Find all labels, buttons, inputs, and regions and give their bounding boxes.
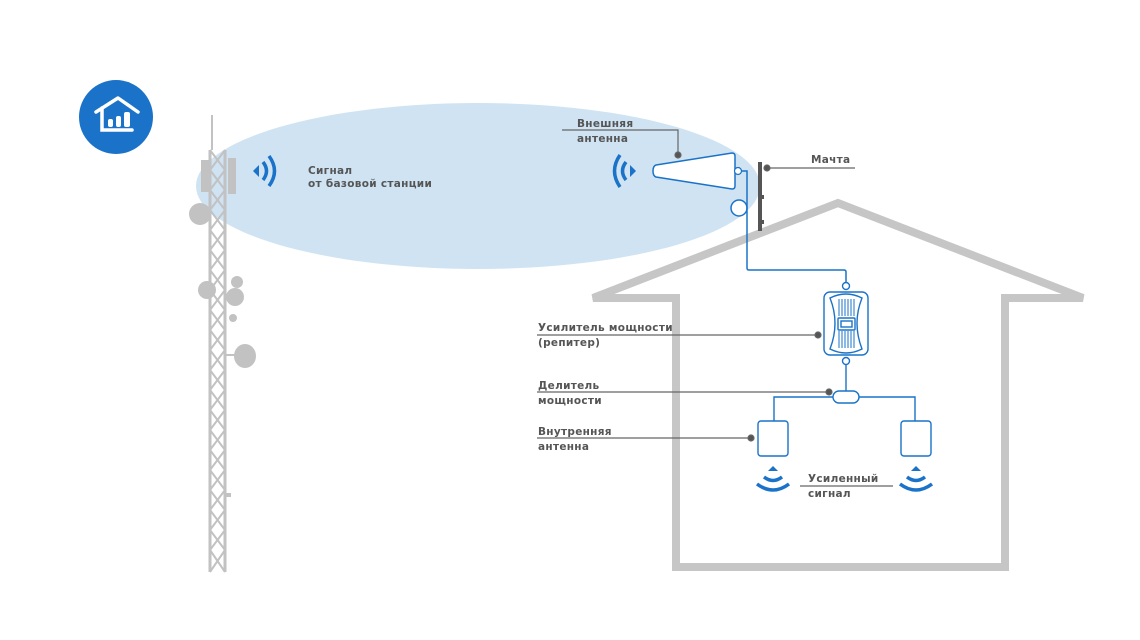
antenna-waves-icon (612, 154, 636, 188)
leader-external-antenna (562, 129, 679, 155)
internal-antenna-left (757, 420, 789, 457)
external-antenna (652, 152, 736, 190)
label-internal-antenna: Внутренняя антенна (538, 426, 612, 453)
label-external-antenna: Внешняя антенна (577, 118, 634, 145)
cell-tower (189, 115, 256, 573)
cable-to-repeater (741, 170, 847, 282)
mast (758, 162, 764, 231)
label-mast: Мачта (811, 154, 851, 166)
signal-coverage-area (196, 103, 760, 269)
power-splitter (832, 390, 860, 404)
home-signal-icon (79, 80, 153, 154)
label-amplified-signal: Усиленный сигнал (808, 473, 879, 500)
house-outline (591, 198, 1085, 571)
amplified-signal-left-icon (755, 466, 791, 492)
base-signal-waves-icon (253, 154, 277, 188)
label-splitter: Делитель мощности (538, 380, 602, 407)
repeater-device (757, 281, 932, 457)
amplified-signal-right-icon (898, 466, 934, 492)
internal-antenna-right (900, 420, 932, 457)
label-base-signal: Сигнал от базовой станции (308, 165, 433, 190)
label-repeater: Усилитель мощности (репитер) (538, 322, 673, 349)
